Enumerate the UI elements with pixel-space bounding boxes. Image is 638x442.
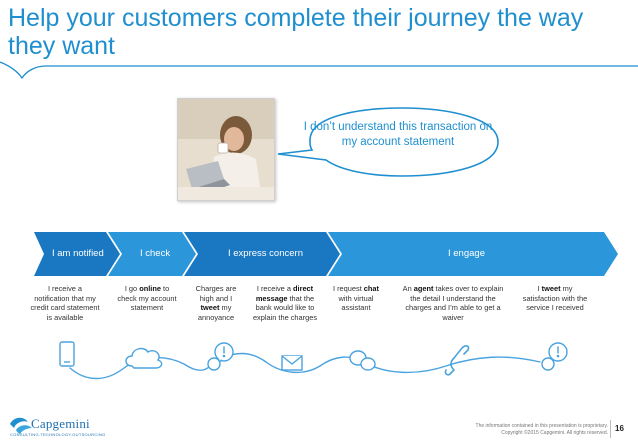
cloud-icon xyxy=(125,347,163,369)
alert-bubble-icon xyxy=(541,342,568,371)
step-keyword: online xyxy=(139,284,161,293)
stage-label-concern: I express concern xyxy=(228,248,303,259)
footer-proprietary-note: The information contained in this presen… xyxy=(475,423,608,429)
step-online: I go online to check my account statemen… xyxy=(117,284,177,313)
stage-label-check: I check xyxy=(140,248,171,259)
stage-arrow-notified xyxy=(34,232,120,276)
step-text: my satisfaction with the service I recei… xyxy=(522,284,588,312)
step-direct-message: I receive a direct message that the bank… xyxy=(249,284,321,322)
step-notified: I receive a notification that my credit … xyxy=(30,284,100,322)
step-text: to check my account statement xyxy=(117,284,177,312)
step-text: Charges are high and I xyxy=(195,284,237,303)
step-text: that the bank would like to explain the … xyxy=(252,293,318,322)
step-tweet-satisfaction: I tweet my satisfaction with the service… xyxy=(520,284,590,313)
step-text: with virtual assistant xyxy=(338,293,374,313)
logo-tagline: CONSULTING.TECHNOLOGY.OUTSOURCING xyxy=(10,432,106,437)
slide-title: Help your customers complete their journ… xyxy=(8,4,584,60)
step-text: I receive a notification that my credit … xyxy=(30,284,100,322)
step-agent: An agent takes over to explain the detai… xyxy=(398,284,508,322)
step-keyword: direct message xyxy=(255,284,314,303)
footer-divider xyxy=(610,420,611,438)
step-text: I xyxy=(537,284,542,293)
envelope-icon xyxy=(281,355,303,371)
step-keyword: chat xyxy=(363,284,379,293)
step-text: my annoyance xyxy=(197,303,235,322)
customer-photo xyxy=(177,98,275,201)
stage-arrow-concern xyxy=(184,232,340,276)
stage-label-notified: I am notified xyxy=(52,248,104,259)
title-divider-line xyxy=(0,61,638,80)
step-text: I receive a xyxy=(256,284,293,293)
step-text: I request xyxy=(332,284,364,293)
chat-bubbles-icon xyxy=(349,350,376,371)
step-text: I go xyxy=(124,284,140,293)
step-keyword: agent xyxy=(413,284,434,293)
stage-arrow-engage xyxy=(328,232,618,276)
capgemini-logo-icon xyxy=(10,417,32,434)
mobile-phone-icon xyxy=(59,341,75,367)
channel-timeline xyxy=(59,341,568,380)
step-keyword: tweet xyxy=(200,303,220,312)
footer-copyright: Copyright ©2015 Capgemini. All rights re… xyxy=(501,430,608,436)
step-tweet-annoyance: Charges are high and I tweet my annoyanc… xyxy=(190,284,242,322)
speech-bubble xyxy=(277,107,499,177)
capgemini-logo-text: Capgemini xyxy=(31,416,90,431)
step-keyword: tweet xyxy=(541,284,561,293)
speech-bubble-text: I don’t understand this transaction on m… xyxy=(303,121,493,148)
journey-stage-arrows xyxy=(34,232,618,276)
step-text: An xyxy=(402,284,414,293)
alert-bubble-icon xyxy=(207,342,234,371)
telephone-icon xyxy=(444,345,470,376)
step-chat: I request chat with virtual assistant xyxy=(328,284,384,313)
step-text: takes over to explain the detail I under… xyxy=(405,284,504,322)
stage-label-engage: I engage xyxy=(448,248,485,259)
page-number: 16 xyxy=(615,424,624,433)
stage-arrow-check xyxy=(108,232,196,276)
